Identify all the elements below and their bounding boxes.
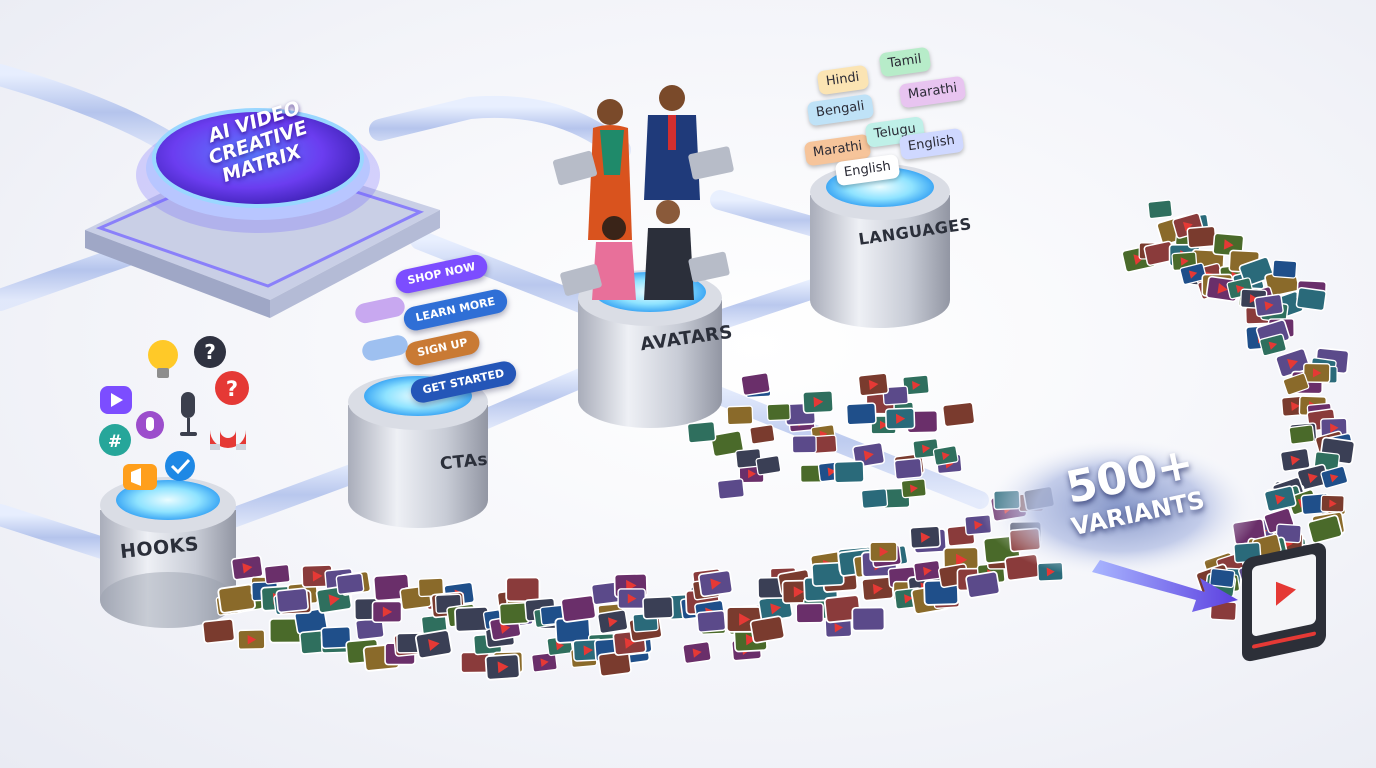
video-thumbnail (860, 488, 889, 509)
video-thumbnail (755, 455, 782, 476)
video-thumbnail (710, 430, 745, 458)
video-thumbnail (230, 554, 264, 581)
video-thumbnail (932, 445, 959, 466)
video-thumbnail (1307, 514, 1343, 544)
video-thumbnail (726, 405, 754, 426)
video-thumbnail (909, 525, 941, 550)
core-platform (85, 108, 440, 318)
video-thumbnail (698, 569, 734, 598)
magnet-icon (210, 430, 246, 450)
video-thumbnail (237, 629, 266, 650)
video-thumbnail (791, 435, 817, 454)
video-thumbnail (696, 609, 727, 633)
video-thumbnail (371, 600, 403, 624)
video-thumbnail (802, 389, 834, 414)
video-thumbnail (795, 602, 825, 624)
video-thumbnail (335, 572, 365, 595)
video-thumbnail (740, 372, 771, 396)
microphone-icon (136, 411, 164, 439)
video-thumbnail (1186, 225, 1217, 249)
output-arrow (1092, 560, 1238, 612)
video-thumbnail (833, 460, 865, 484)
svg-text:?: ? (204, 340, 216, 364)
video-thumbnail (531, 651, 558, 673)
video-thumbnail (900, 478, 927, 499)
megaphone-icon (123, 464, 157, 490)
video-thumbnail (845, 402, 877, 426)
video-thumbnail (597, 650, 632, 678)
video-thumbnail (965, 570, 1001, 599)
question-icon: ? (194, 336, 226, 368)
video-variant-stream (201, 199, 1356, 681)
video-thumbnail (1288, 424, 1315, 445)
video-player-icon (1242, 543, 1326, 662)
video-thumbnail (1263, 485, 1297, 513)
checkmark-icon (165, 451, 195, 481)
play-icon (100, 386, 132, 414)
video-thumbnail (1295, 286, 1327, 312)
video-thumbnail (1279, 447, 1311, 473)
video-thumbnail (682, 641, 712, 665)
avatar-figures (552, 85, 734, 300)
video-thumbnail (1259, 333, 1287, 357)
video-thumbnail (885, 407, 916, 430)
svg-text:#: # (108, 432, 122, 452)
video-thumbnail (1320, 494, 1345, 513)
video-thumbnail (1209, 568, 1236, 589)
video-thumbnail (484, 653, 521, 681)
avatar-woman-saree (552, 99, 632, 240)
video-thumbnail (617, 588, 646, 610)
video-thumbnail (1272, 259, 1298, 279)
video-thumbnail (893, 457, 923, 480)
avatar-man-blazer (644, 200, 730, 300)
video-thumbnail (263, 563, 291, 585)
video-thumbnail (201, 618, 236, 644)
video-thumbnail (1302, 362, 1331, 384)
video-thumbnail (882, 385, 909, 406)
lightbulb-icon (148, 340, 178, 378)
video-thumbnail (686, 420, 717, 444)
video-thumbnail (1282, 372, 1310, 396)
video-thumbnail (766, 403, 791, 422)
video-thumbnail (749, 615, 786, 644)
video-thumbnail (596, 609, 629, 635)
video-thumbnail (560, 594, 597, 623)
avatar-man-suit (644, 85, 734, 200)
video-thumbnail (275, 587, 309, 614)
video-thumbnail (414, 629, 453, 660)
video-thumbnail (749, 424, 776, 445)
video-thumbnail (320, 625, 352, 650)
video-thumbnail (1179, 262, 1207, 285)
video-thumbnail (941, 401, 976, 428)
video-thumbnail (1147, 199, 1173, 220)
video-thumbnail (1320, 465, 1349, 489)
video-thumbnail (716, 478, 745, 500)
video-thumbnail (505, 576, 541, 603)
question-icon: ? (215, 371, 249, 405)
video-thumbnail (217, 583, 256, 614)
video-thumbnail (857, 372, 890, 397)
video-thumbnail (642, 595, 674, 620)
video-thumbnail (1254, 293, 1284, 318)
video-thumbnail (912, 438, 940, 460)
hashtag-icon: # (99, 424, 131, 456)
avatar-woman-pink (560, 216, 636, 300)
microphone-icon (180, 392, 197, 436)
video-thumbnail (913, 559, 942, 582)
hook-icons: ? ? # (99, 336, 249, 490)
variants-cloud (980, 436, 1260, 580)
video-thumbnail (869, 541, 898, 563)
video-thumbnail (735, 448, 762, 469)
video-thumbnail (851, 606, 886, 632)
svg-text:?: ? (226, 377, 238, 401)
video-thumbnail (902, 374, 930, 396)
video-thumbnail (460, 651, 490, 674)
